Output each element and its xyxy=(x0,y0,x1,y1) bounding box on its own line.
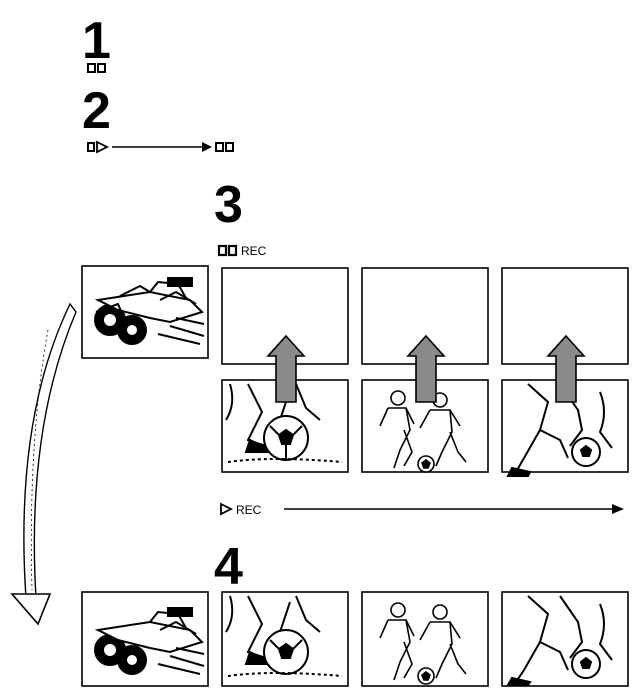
pause-icon xyxy=(216,143,233,151)
step-number-4: 4 xyxy=(214,538,243,596)
step-number-1: 1 xyxy=(82,12,111,70)
play-rec-label: REC xyxy=(236,503,262,517)
rec-label: REC xyxy=(241,244,267,258)
pause-icon xyxy=(219,246,236,255)
transition-arrow xyxy=(112,142,212,152)
record-timeline-arrow xyxy=(284,504,624,514)
frame-race-car-top xyxy=(82,266,208,358)
frame-soccer-two-players-bottom xyxy=(362,592,488,686)
step-number-2: 2 xyxy=(82,82,111,140)
frame-soccer-closeup-bottom xyxy=(222,592,348,686)
step-number-3: 3 xyxy=(214,176,243,234)
frame-soccer-player-ball-bottom xyxy=(502,592,628,686)
slow-play-icon xyxy=(88,142,107,152)
return-curved-arrow xyxy=(12,304,76,624)
play-icon xyxy=(221,504,231,514)
frame-race-car-bottom xyxy=(82,592,208,686)
